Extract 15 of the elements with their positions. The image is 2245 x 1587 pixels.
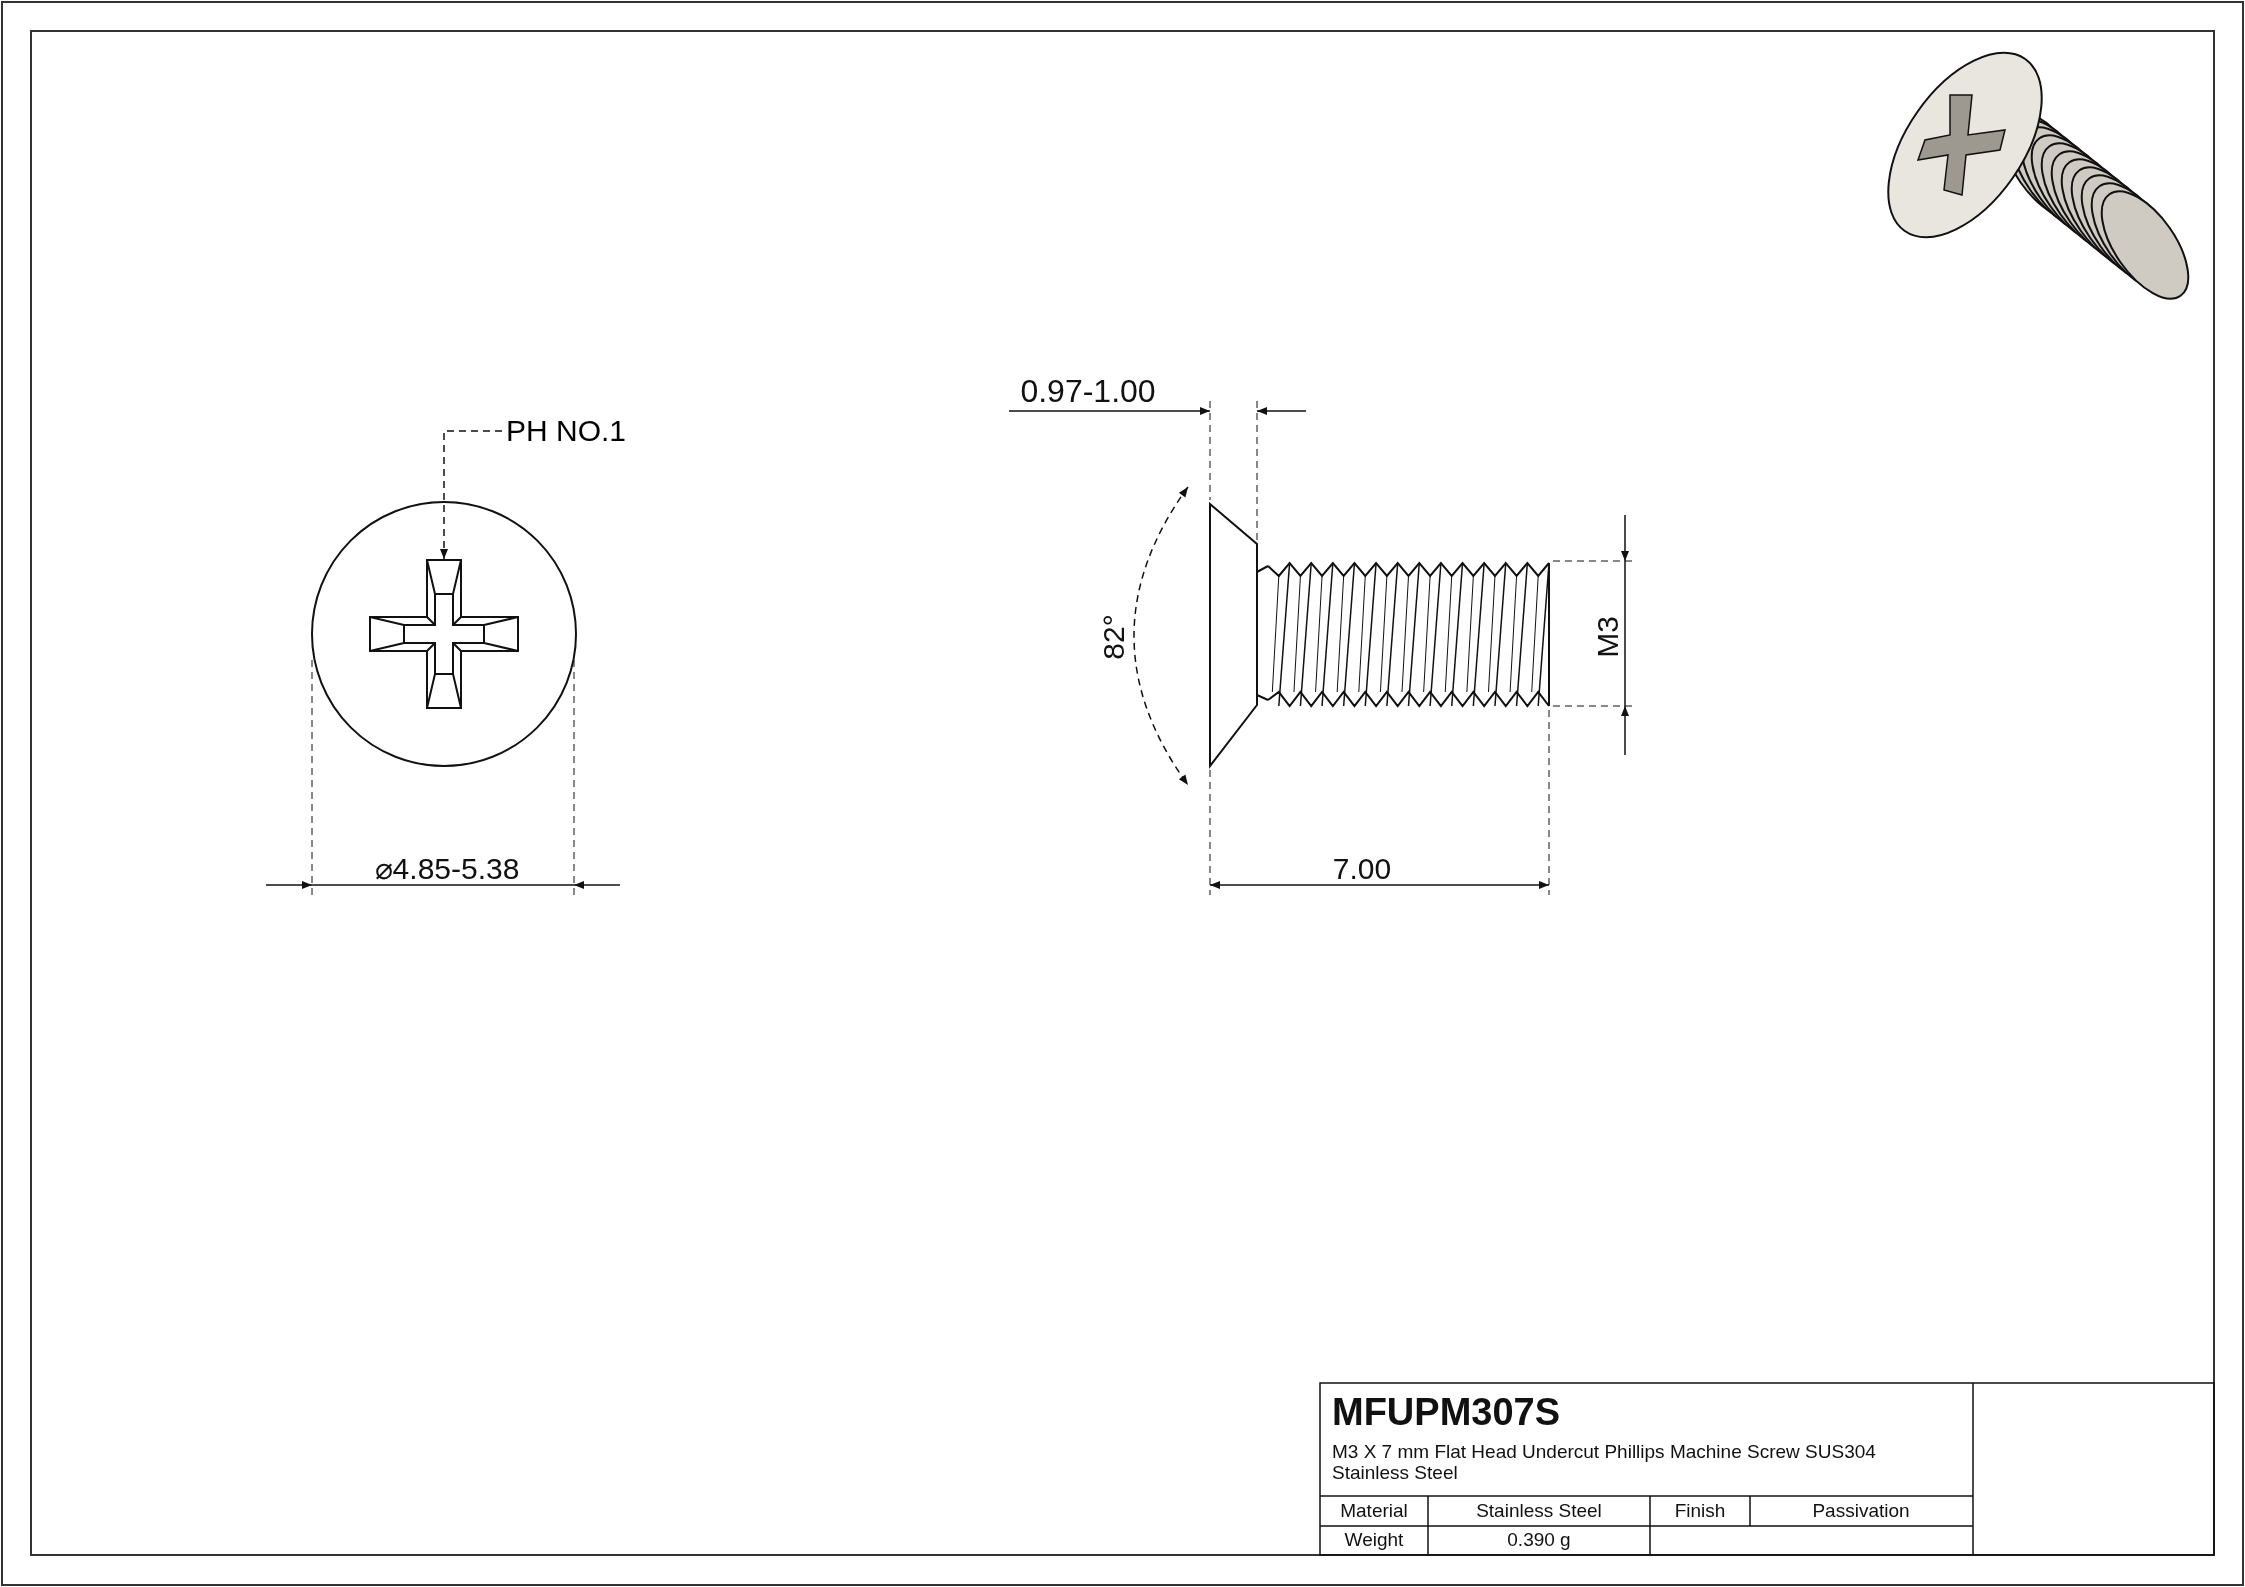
table-text: Material xyxy=(1340,1500,1408,1522)
table-text: Passivation xyxy=(1812,1500,1910,1522)
table-text: Stainless Steel xyxy=(1476,1500,1602,1522)
table-text: Weight xyxy=(1344,1529,1404,1551)
part-number: MFUPM307S xyxy=(1332,1392,1561,1434)
leader-line xyxy=(440,430,503,560)
callout-text: PH NO.1 xyxy=(506,414,636,448)
part-description: M3 X 7 mm Flat Head Undercut Phillips Machine Screw SUS304 Stainless Steel xyxy=(1332,1442,1877,1484)
dimension-text: ⌀4.85-5.38 xyxy=(374,851,520,885)
table-text: 0.390 g xyxy=(1507,1529,1571,1551)
table-text: Finish xyxy=(1674,1500,1726,1522)
dimension-text: M3 xyxy=(1590,616,1624,658)
dimension-text: 7.00 xyxy=(1332,851,1392,885)
dimension-text: 0.97-1.00 xyxy=(1020,374,1156,410)
angle-text: 82° xyxy=(1096,614,1130,660)
